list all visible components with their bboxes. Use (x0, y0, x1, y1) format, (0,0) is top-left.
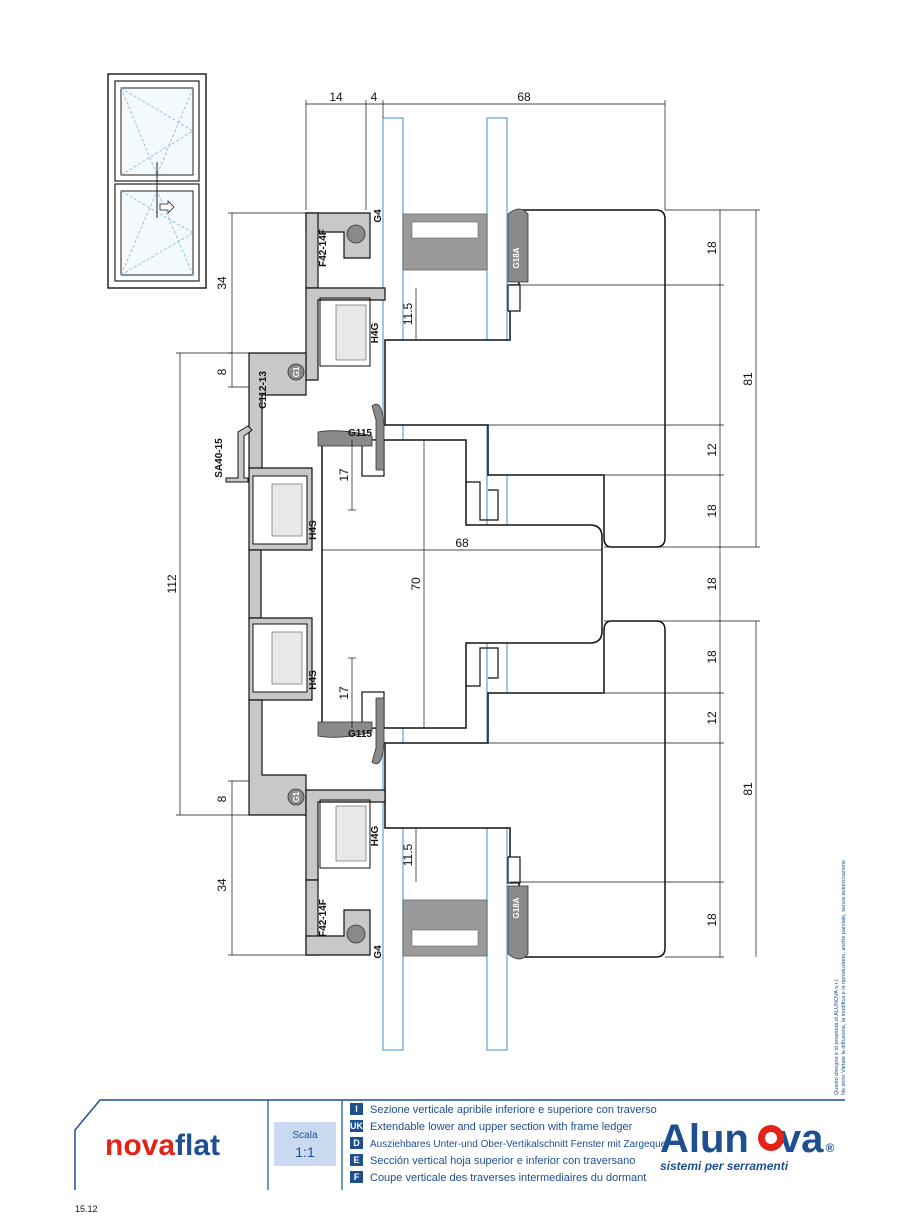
gaskets (287, 208, 529, 960)
dim-top-14: 14 (329, 90, 343, 104)
dim-right-12-a: 12 (705, 443, 719, 457)
dim-68-transom: 68 (455, 536, 469, 550)
window-thumbnail (107, 73, 207, 289)
label-c112: C112-13 (258, 371, 269, 409)
label-h4s-lower: H4S (308, 670, 319, 690)
label-sa40: SA40-15 (214, 438, 225, 478)
label-g115-upper: G115 (348, 428, 372, 439)
label-g18a-lower: G18A (512, 897, 521, 918)
dim-right-18-e: 18 (705, 913, 719, 927)
lang-text-it: Sezione verticale apribile inferiore e s… (370, 1104, 657, 1116)
company-tagline: sistemi per serramenti (660, 1159, 789, 1173)
dim-right-18-a: 18 (705, 241, 719, 255)
dim-right-81-a: 81 (741, 372, 755, 386)
lang-code-fr: F (354, 1172, 360, 1182)
dim-17-upper: 17 (337, 468, 351, 482)
label-f42-upper: F42-14F (318, 229, 329, 267)
dim-top-68: 68 (517, 90, 531, 104)
frame-profiles (225, 212, 386, 956)
label-h4s-upper: H4S (308, 520, 319, 540)
scale-label: Scala (292, 1130, 317, 1141)
transom (321, 439, 603, 729)
lang-code-de: D (353, 1138, 360, 1148)
dim-right-18-b: 18 (705, 504, 719, 518)
label-h4g-lower: H4G (370, 825, 381, 846)
scale-box (274, 1122, 336, 1166)
revision-code: 15.12 (75, 1204, 98, 1214)
label-g4-lower: G4 (373, 945, 384, 959)
lang-text-fr: Coupe verticale des traverses intermedia… (370, 1172, 646, 1184)
lang-code-it: I (355, 1104, 358, 1114)
lang-code-uk: UK (350, 1121, 363, 1131)
label-g4-upper: G4 (373, 209, 384, 223)
dim-11-5-upper: 11.5 (401, 302, 415, 325)
label-g115-lower: G115 (348, 729, 372, 740)
label-g1-lower: G1 (292, 791, 301, 802)
dimension-texts: 14 4 68 34 8 112 8 34 17 17 11.5 11.5 68… (165, 90, 755, 927)
dim-17-lower: 17 (337, 686, 351, 700)
dim-right-12-b: 12 (705, 711, 719, 725)
lang-code-es: E (353, 1155, 359, 1165)
dim-left-112: 112 (165, 574, 179, 593)
dim-left-8-lower: 8 (215, 795, 229, 802)
handle-icon (159, 200, 175, 214)
lang-text-es: Sección vertical hoja superior e inferio… (370, 1155, 635, 1167)
lang-text-de: Ausziehbares Unter-und Ober-Vertikalschn… (370, 1139, 670, 1150)
label-h4g-upper: H4G (370, 322, 381, 343)
copyright-line-1: Questo disegno è di proprietà di ALUNOVA… (834, 978, 840, 1095)
profile-labels: G4 F42-14F H4G G1 C112-13 SA40-15 G115 H… (214, 209, 521, 959)
dim-top-4: 4 (371, 90, 378, 104)
dim-11-5-lower: 11.5 (401, 843, 415, 866)
lang-text-uk: Extendable lower and upper section with … (370, 1121, 633, 1133)
copyright-note: Questo disegno è di proprietà di ALUNOVA… (834, 860, 847, 1095)
label-g1-upper: G1 (292, 366, 301, 377)
label-f42-lower: F42-14F (318, 899, 329, 937)
scale-value: 1:1 (295, 1144, 315, 1160)
dim-left-34-lower: 34 (215, 878, 229, 892)
dim-left-34-upper: 34 (215, 276, 229, 290)
dim-right-81-b: 81 (741, 782, 755, 796)
dimension-lines (176, 100, 760, 958)
footer: novaflat Scala 1:1 I Sezione verticale a… (74, 1099, 845, 1214)
copyright-line-2: Ne sono Vietate la diffusione, la modifi… (841, 860, 847, 1095)
logo-o-inner (765, 1132, 777, 1144)
brand-logo: novaflat (105, 1129, 220, 1162)
label-g18a-upper: G18A (512, 247, 521, 268)
dim-right-18-c: 18 (705, 577, 719, 591)
dim-70: 70 (409, 577, 423, 591)
dim-right-18-d: 18 (705, 650, 719, 664)
dim-left-8-upper: 8 (215, 368, 229, 375)
